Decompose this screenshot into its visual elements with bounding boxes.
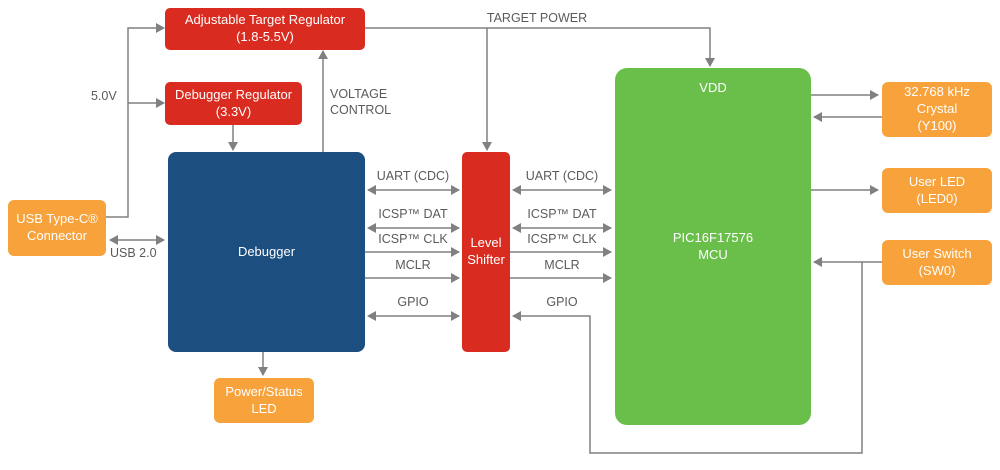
target-power-label: TARGET POWER xyxy=(486,11,588,25)
adjustable-target-regulator-label: Adjustable Target Regulator (1.8-5.5V) xyxy=(184,12,346,44)
block-user-led: User LED (LED0) xyxy=(882,168,992,213)
crystal-label: 32.768 kHz Crystal (Y100) xyxy=(904,84,970,133)
user-switch-label: User Switch (SW0) xyxy=(902,245,972,278)
block-mcu: VDD PIC16F17576 MCU xyxy=(615,68,811,425)
signal-uart-cdc-left: UART (CDC) xyxy=(376,169,450,183)
signal-gpio-left: GPIO xyxy=(397,295,429,309)
signal-icsp-clk-right: ICSP™ CLK xyxy=(527,232,597,246)
debugger-regulator-label: Debugger Regulator (3.3V) xyxy=(174,86,293,119)
signal-uart-cdc-right: UART (CDC) xyxy=(525,169,599,183)
wire-5v-to-target-regulator xyxy=(106,23,165,218)
block-crystal: 32.768 kHz Crystal (Y100) xyxy=(882,82,992,137)
block-user-switch: User Switch (SW0) xyxy=(882,240,992,285)
block-adjustable-target-regulator: Adjustable Target Regulator (1.8-5.5V) xyxy=(165,8,365,50)
signal-icsp-clk-left: ICSP™ CLK xyxy=(378,232,448,246)
supply-5v-label: 5.0V xyxy=(91,89,117,103)
power-status-led-label: Power/Status LED xyxy=(225,383,303,416)
signal-mclr-left: MCLR xyxy=(395,258,431,272)
block-usb-connector: USB Type-C® Connector xyxy=(8,200,106,256)
block-power-status-led: Power/Status LED xyxy=(214,378,314,423)
signal-icsp-dat-left: ICSP™ DAT xyxy=(378,207,448,221)
wire-gpio-loop xyxy=(512,262,863,454)
signal-mclr-right: MCLR xyxy=(544,258,580,272)
user-led-label: User LED (LED0) xyxy=(908,173,966,206)
voltage-control-label: VOLTAGE CONTROL xyxy=(330,87,392,118)
signal-icsp-dat-right: ICSP™ DAT xyxy=(527,207,597,221)
block-debugger: Debugger xyxy=(168,152,365,352)
block-level-shifter: Level Shifter xyxy=(462,152,510,352)
signal-gpio-right: GPIO xyxy=(546,295,578,309)
debugger-label: Debugger xyxy=(237,243,296,259)
level-shifter-label: Level Shifter xyxy=(467,235,505,267)
mcu-label: PIC16F17576 MCU xyxy=(672,229,754,262)
mcu-vdd-pin-label: VDD xyxy=(699,80,727,95)
usb2-label: USB 2.0 xyxy=(110,246,157,260)
block-debugger-regulator: Debugger Regulator (3.3V) xyxy=(165,82,302,125)
usb-connector-label: USB Type-C® Connector xyxy=(16,211,98,243)
wire-target-power-to-mcu xyxy=(365,27,715,67)
